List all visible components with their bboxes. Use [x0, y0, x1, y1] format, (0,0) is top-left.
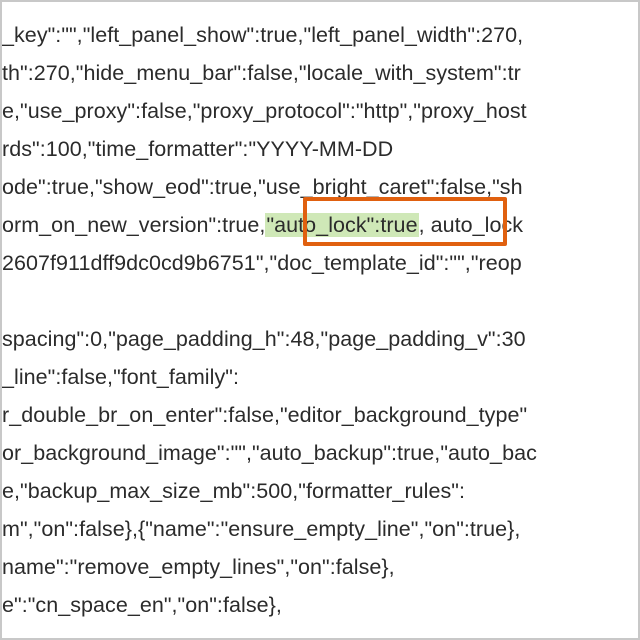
code-line-7: 2607f911dff9dc0cd9b6751","doc_template_i… [2, 251, 522, 275]
code-line-11: r_double_br_on_enter":false,"editor_back… [2, 403, 528, 427]
code-line-3: e,"use_proxy":false,"proxy_protocol":"ht… [2, 99, 527, 123]
auto-lock-highlight: "auto_lock":true [265, 213, 419, 237]
code-line-9: spacing":0,"page_padding_h":48,"page_pad… [2, 327, 526, 351]
code-line-13: e,"backup_max_size_mb":500,"formatter_ru… [2, 479, 465, 503]
code-line-6: orm_on_new_version":true,"auto_lock":tru… [2, 206, 523, 244]
code-line-1: _key":"","left_panel_show":true,"left_pa… [2, 23, 524, 47]
code-line-15: name":"remove_empty_lines","on":false}, [2, 555, 395, 579]
code-line-4: rds":100,"time_formatter":"YYYY-MM-DD [2, 137, 394, 161]
code-line-2: th":270,"hide_menu_bar":false,"locale_wi… [2, 61, 521, 85]
code-line-6-before: orm_on_new_version":true, [2, 213, 266, 237]
code-line-14: m","on":false},{"name":"ensure_empty_lin… [2, 517, 521, 541]
code-line-16: e":"cn_space_en","on":false}, [2, 593, 282, 617]
code-line-10: _line":false,"font_family": [2, 365, 239, 389]
code-line-12: or_background_image":"","auto_backup":tr… [2, 441, 537, 465]
code-line-6-after: , auto_lock [418, 213, 524, 237]
code-line-5: ode":true,"show_eod":true,"use_bright_ca… [2, 175, 523, 199]
